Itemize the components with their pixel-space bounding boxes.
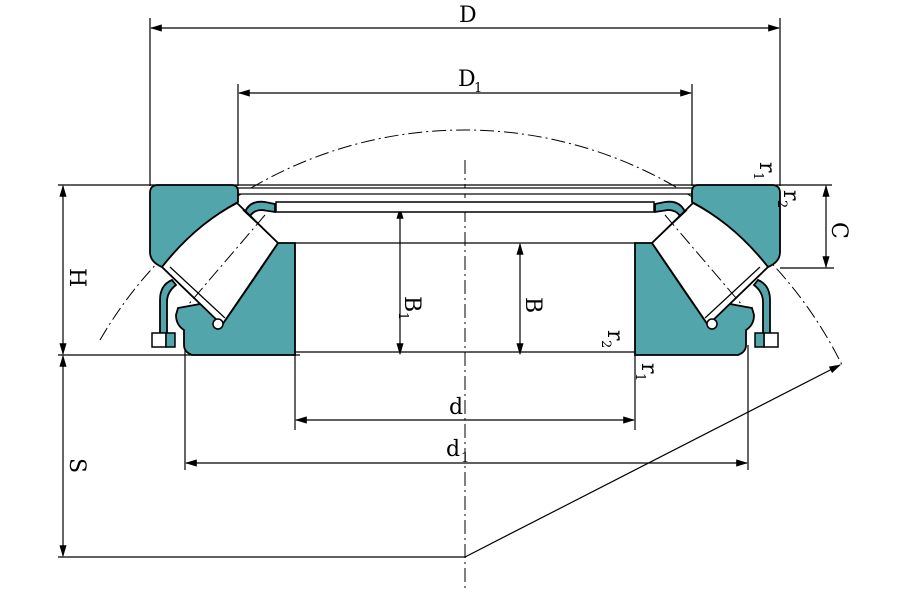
roller-right: [650, 201, 770, 330]
svg-text:1: 1: [632, 373, 647, 381]
svg-text:1: 1: [395, 312, 410, 320]
svg-text:2: 2: [598, 340, 613, 348]
svg-text:1: 1: [461, 451, 469, 466]
label-r2-top: r2: [774, 190, 803, 208]
svg-text:r: r: [754, 162, 779, 173]
sphere-radius-line: [464, 364, 842, 558]
svg-text:2: 2: [774, 200, 789, 208]
label-D1: D1: [458, 67, 482, 96]
label-H: H: [64, 268, 89, 287]
label-d: d: [449, 395, 463, 420]
label-r1-top: r1: [750, 162, 779, 180]
svg-text:1: 1: [474, 81, 482, 96]
label-r1-bottom: r1: [632, 363, 661, 381]
svg-text:1: 1: [750, 172, 765, 180]
label-S: S: [64, 458, 89, 473]
label-B: B: [520, 297, 545, 313]
label-B1: B1: [395, 296, 424, 320]
svg-text:d: d: [446, 437, 460, 462]
dimension-lines: [59, 24, 830, 558]
label-r2-bottom: r2: [598, 330, 627, 348]
svg-text:r: r: [778, 190, 803, 201]
label-D: D: [459, 3, 477, 28]
label-C: C: [826, 222, 851, 239]
svg-text:r: r: [636, 363, 661, 374]
roller-left: [160, 201, 280, 330]
retainers: [151, 200, 779, 348]
svg-text:r: r: [602, 330, 627, 341]
svg-text:B: B: [399, 296, 424, 312]
svg-text:D: D: [458, 67, 476, 92]
